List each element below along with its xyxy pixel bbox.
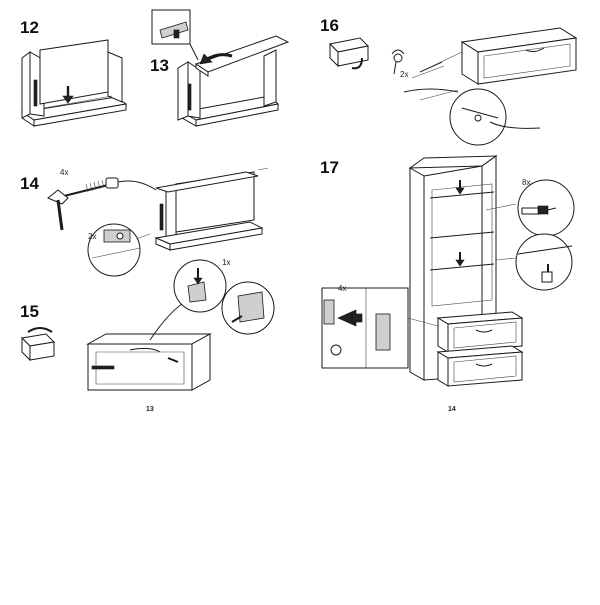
step-number-17: 17	[320, 158, 339, 177]
quantity-label-step14-screws: 4x	[60, 168, 69, 177]
quantity-label-step14-fittings: 2x	[88, 232, 97, 241]
page-number-left: 13	[146, 406, 154, 413]
step-number-15: 15	[20, 302, 39, 321]
quantity-label-step17-slides: 4x	[338, 284, 347, 293]
quantity-label-step17-dowels: 8x	[522, 178, 531, 187]
step-number-12: 12	[20, 18, 39, 37]
step-number-14: 14	[20, 174, 39, 193]
step-number-16: 16	[320, 16, 339, 35]
step-12-illustration	[20, 39, 128, 127]
quantity-label-step16: 2x	[400, 70, 409, 79]
step-number-13: 13	[150, 56, 169, 75]
step-17-illustration	[321, 155, 575, 387]
step-16-illustration	[328, 27, 578, 146]
quantity-label-step15: 1x	[222, 258, 231, 267]
step-13-illustration	[151, 9, 290, 127]
step-14-illustration	[47, 167, 269, 277]
step-15-illustration	[20, 259, 275, 391]
page-number-right: 14	[448, 406, 456, 413]
